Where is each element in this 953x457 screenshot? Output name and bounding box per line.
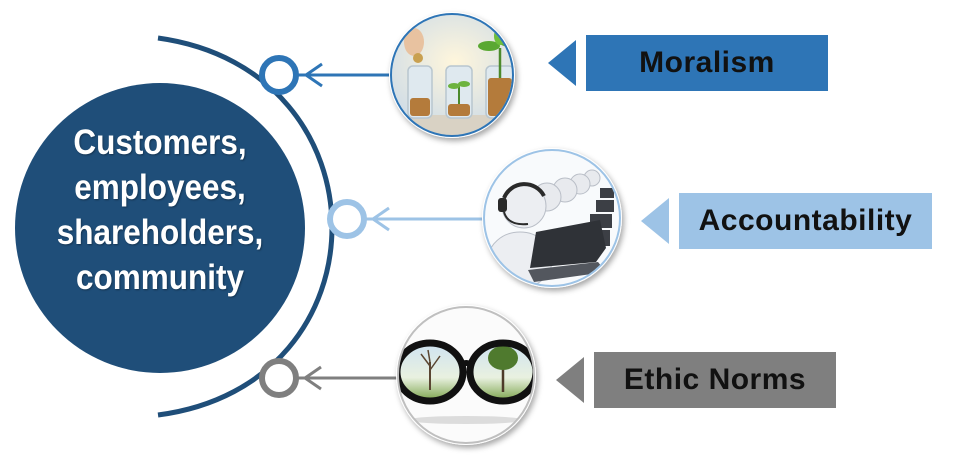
- connector-ethic-norms: [259, 358, 397, 398]
- label-accountability-text: Accountability: [698, 204, 913, 237]
- arrow-accountability: [641, 198, 669, 244]
- label-accountability: Accountability: [679, 193, 932, 249]
- label-moralism-text: Moralism: [639, 46, 775, 79]
- coin-jars-plants-icon: [389, 12, 515, 138]
- center-circle: [15, 83, 305, 373]
- label-moralism: Moralism: [586, 35, 828, 91]
- label-ethic-norms: Ethic Norms: [594, 352, 836, 408]
- call-center-agents-icon: [482, 148, 622, 288]
- eyeglasses-trees-icon: [396, 305, 536, 445]
- center-line-2: employees,: [74, 168, 246, 207]
- center-line-3: shareholders,: [56, 213, 264, 252]
- label-ethic-norms-text: Ethic Norms: [623, 363, 807, 396]
- center-line-4: community: [75, 258, 245, 297]
- connector-accountability: [327, 199, 485, 239]
- center-stakeholders-text: Customers, employees, shareholders, comm…: [25, 120, 295, 300]
- arrow-moralism: [548, 40, 576, 86]
- center-line-1: Customers,: [73, 123, 247, 162]
- connector-moralism: [259, 55, 392, 95]
- arrow-ethic-norms: [556, 357, 584, 403]
